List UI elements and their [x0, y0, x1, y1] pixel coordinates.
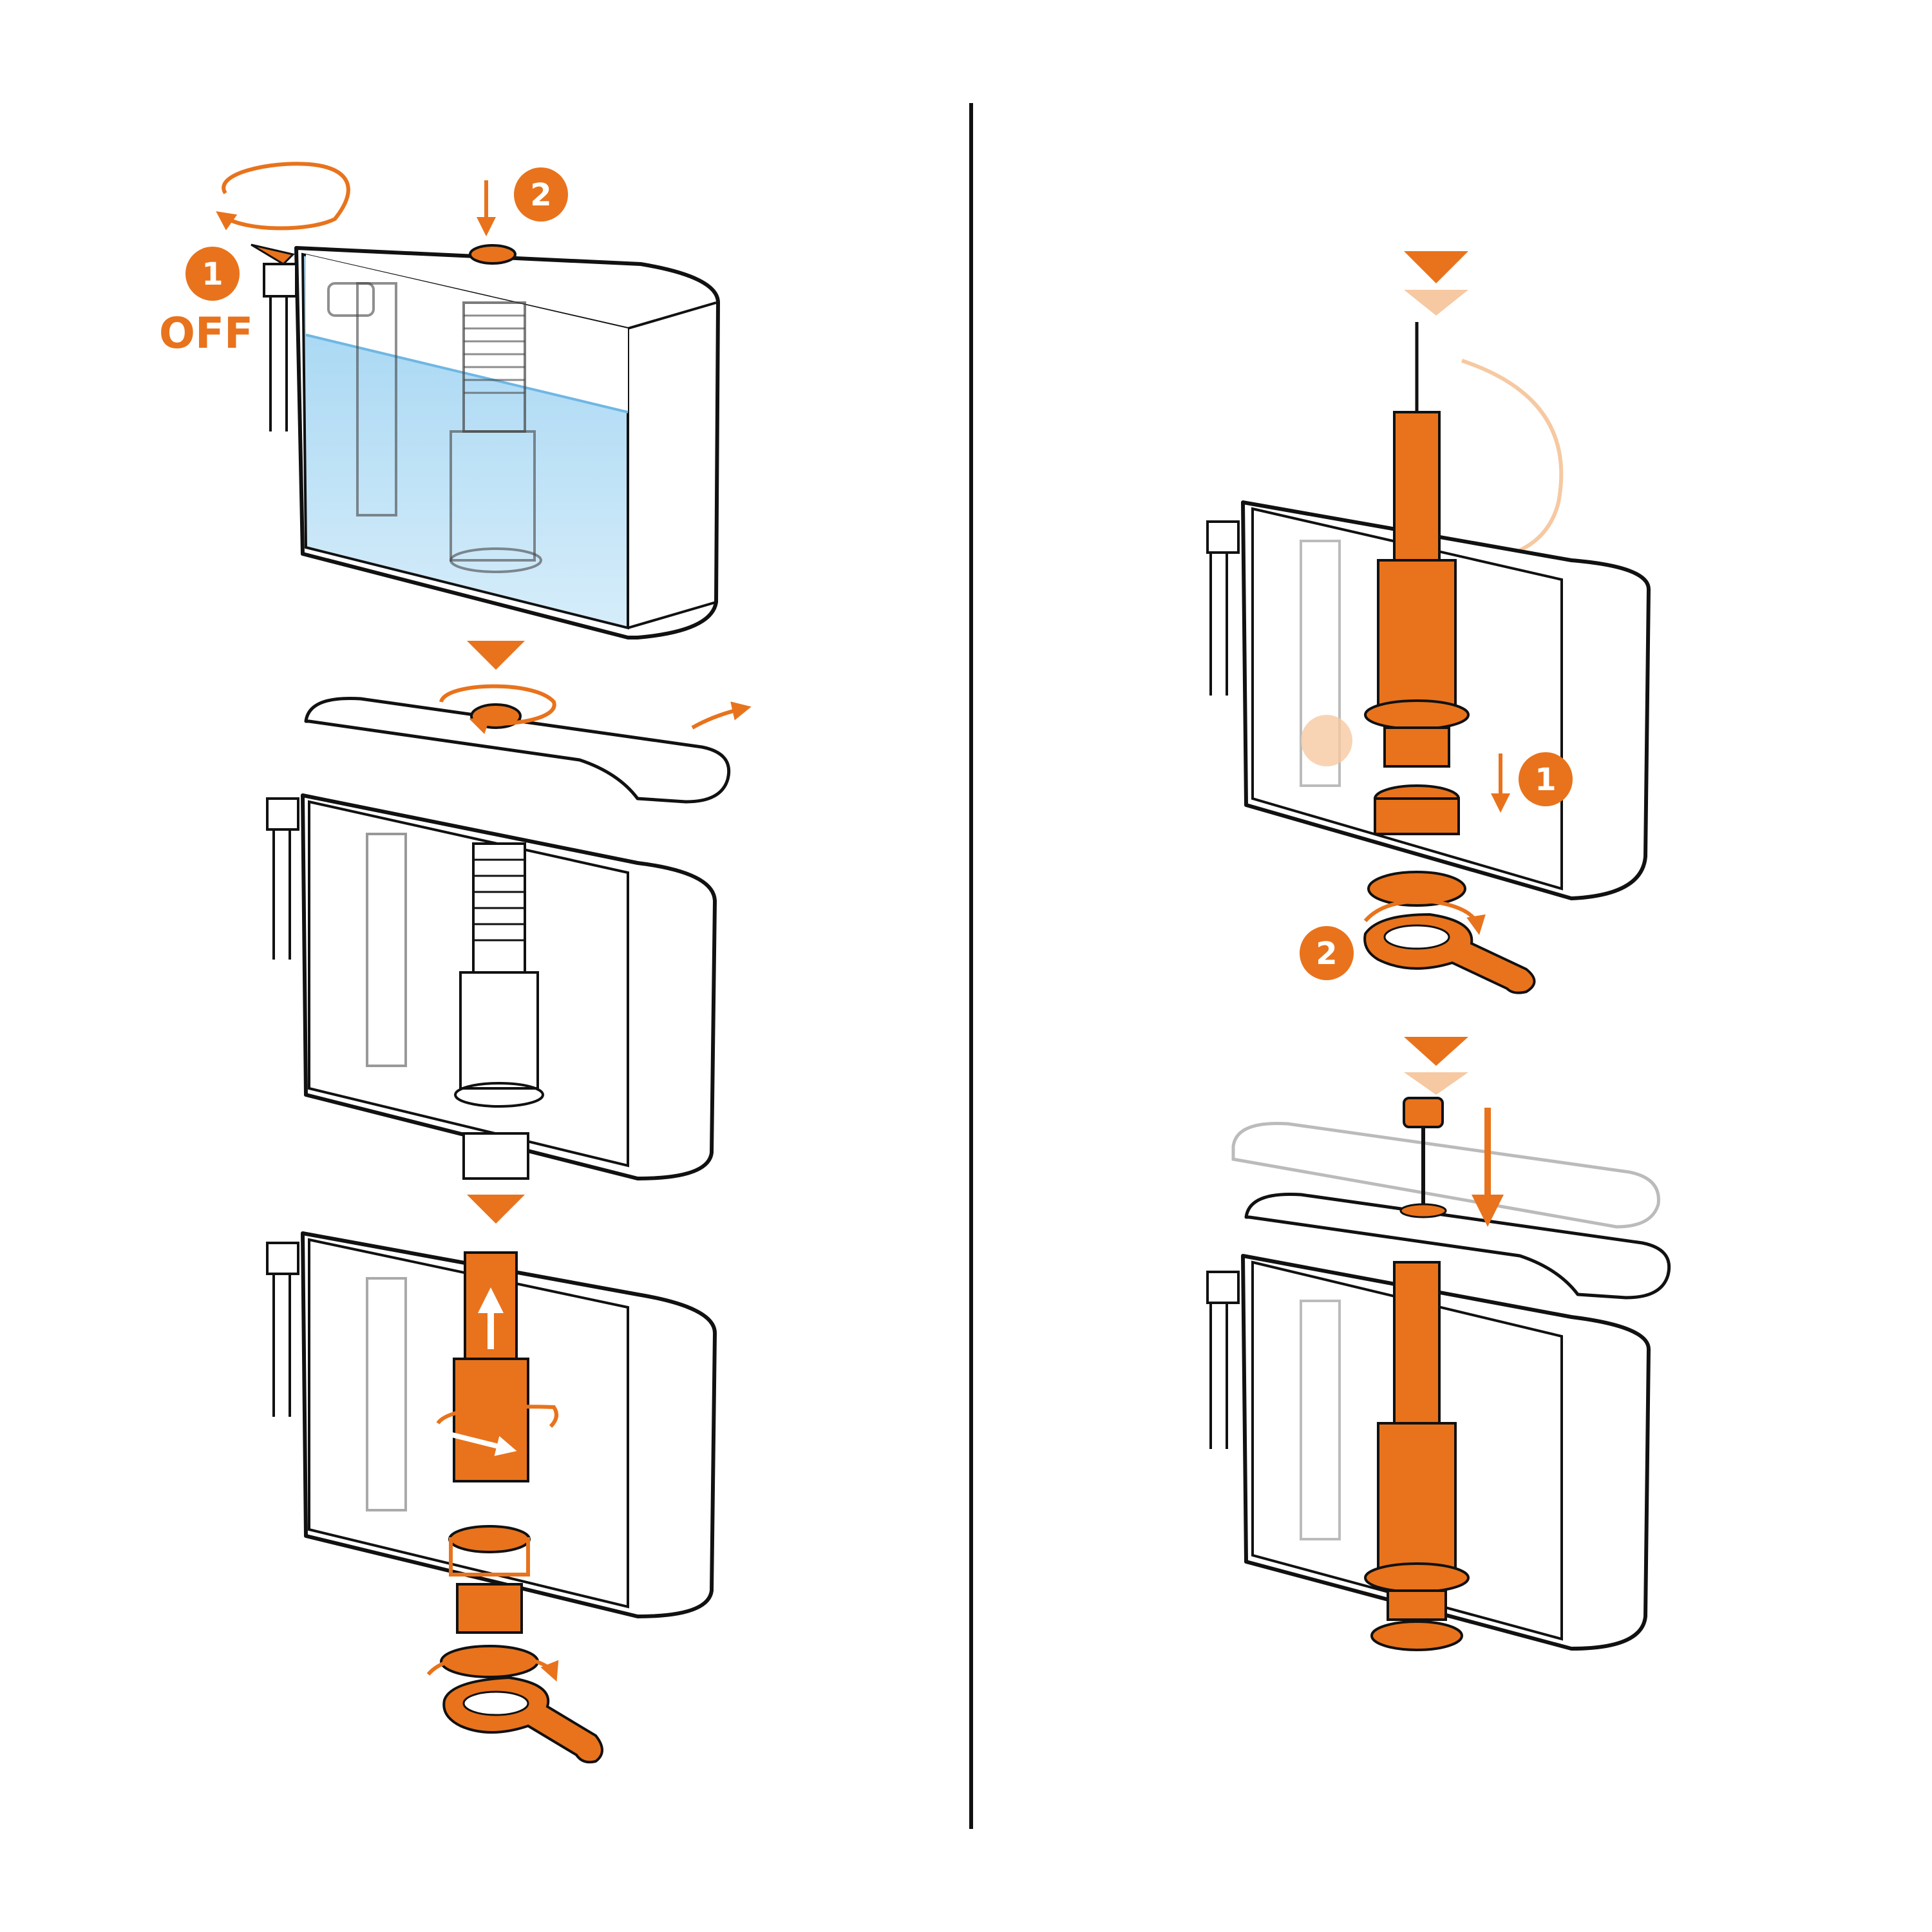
- badge-2: [514, 167, 568, 222]
- cistern-lid: [304, 696, 731, 804]
- badge-1-text: 1: [202, 256, 223, 292]
- right-step-1: 1 2: [1206, 251, 1651, 994]
- badge-1: [1519, 752, 1573, 806]
- left-step-1: 1 OFF 2: [159, 162, 720, 639]
- thread-nut: [462, 1132, 529, 1180]
- flush-button: [469, 244, 516, 265]
- badge-2: [1300, 926, 1354, 980]
- step-triangle-icon: [1404, 1037, 1468, 1066]
- left-step-2: [266, 684, 752, 1180]
- new-flush-valve: [1393, 411, 1441, 562]
- badge-2-text: 2: [1316, 936, 1337, 972]
- fill-valve: [1300, 540, 1341, 787]
- installed-flush-valve: [1393, 1261, 1441, 1425]
- lift-arrow-icon: [691, 701, 752, 730]
- fill-valve: [1300, 1300, 1341, 1540]
- stop-tap: [263, 263, 298, 298]
- thread-nut: [456, 1583, 523, 1634]
- step-triangle-icon: [467, 641, 525, 670]
- rotate-arrow-icon: [216, 162, 350, 231]
- step-triangle-icon: [467, 1195, 525, 1224]
- right-step-2: [1206, 1037, 1671, 1651]
- stop-tap: [266, 797, 299, 831]
- back-nut: [1367, 871, 1466, 907]
- badge-2-text: 2: [530, 177, 551, 213]
- fill-valve: [366, 1277, 407, 1511]
- rotate-arrow-icon: [426, 1653, 559, 1682]
- flush-button-rod: [1403, 1097, 1444, 1128]
- step-triangle-icon: [1404, 251, 1468, 283]
- rotate-arrow-icon: [1363, 899, 1486, 935]
- fill-valve: [366, 833, 407, 1067]
- badge-1-text: 1: [1535, 762, 1556, 798]
- wrench-icon: [442, 1676, 603, 1764]
- fill-valve: [356, 282, 397, 516]
- rotate-arrow-icon: [439, 684, 556, 734]
- stop-tap: [1206, 520, 1240, 554]
- left-step-3: [266, 1231, 717, 1764]
- rotate-arrow-icon: [436, 1405, 558, 1428]
- badge-1: [185, 247, 240, 301]
- back-nut: [440, 1645, 539, 1678]
- stop-tap: [266, 1242, 299, 1275]
- cistern-lid: [1244, 1192, 1671, 1300]
- off-label: OFF: [159, 308, 253, 358]
- stop-tap: [1206, 1271, 1240, 1304]
- wrench-icon: [1363, 913, 1536, 994]
